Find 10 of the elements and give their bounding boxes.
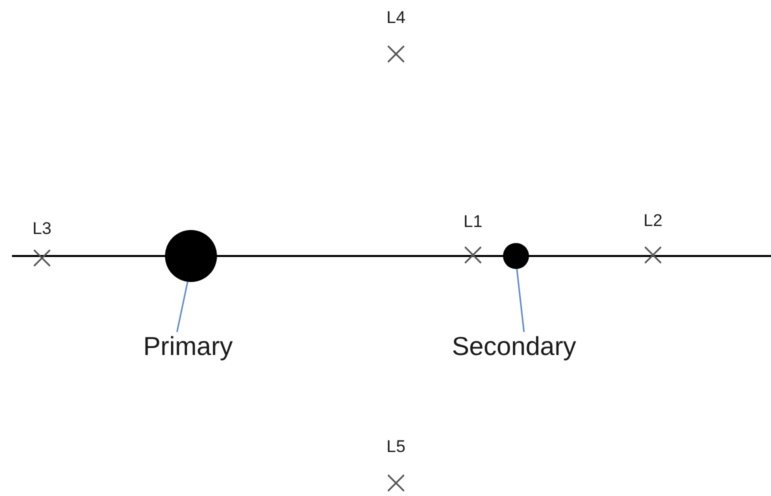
point-label: L1 [464, 212, 482, 232]
secondary-body-circle [503, 243, 529, 269]
body-label: Primary [118, 328, 258, 364]
leader-line [516, 268, 525, 332]
body-label: Secondary [428, 328, 600, 364]
point-label: L2 [644, 211, 662, 231]
point-label: L3 [32, 219, 52, 239]
point-label: L5 [386, 437, 406, 457]
point-label: L4 [386, 8, 406, 28]
leader-line [176, 282, 188, 332]
